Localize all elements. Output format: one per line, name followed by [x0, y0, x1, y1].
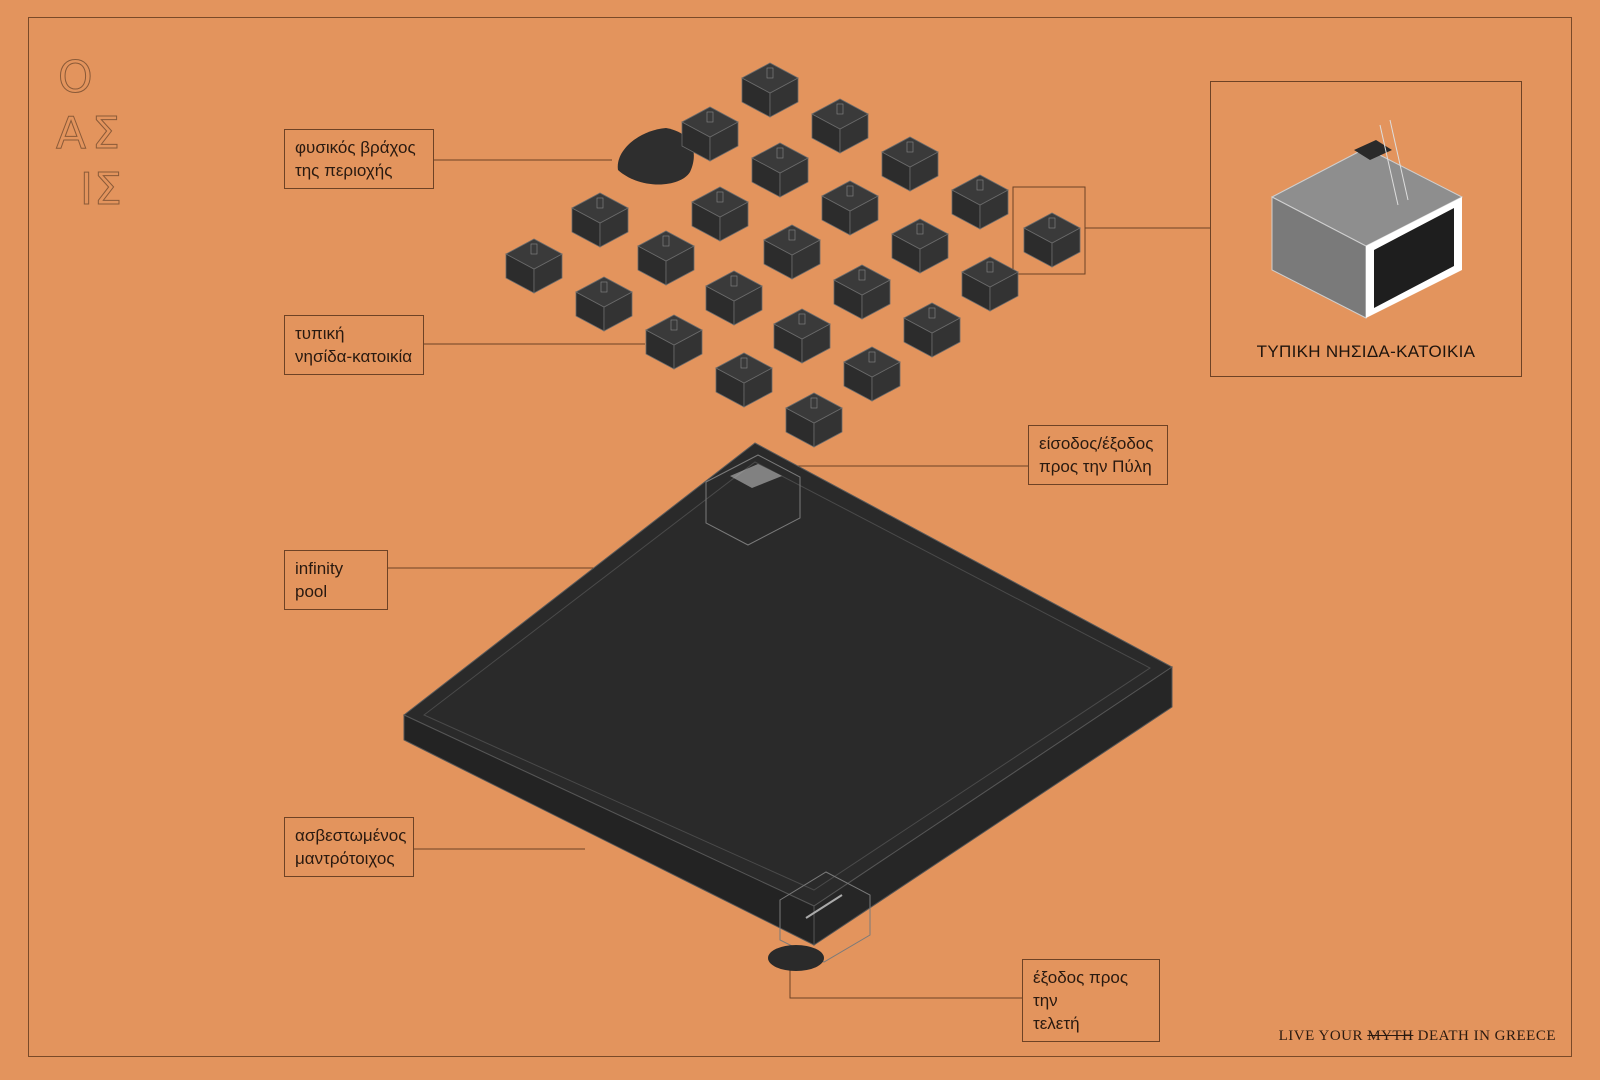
- island-houses: [505, 62, 1081, 448]
- callout-whitewashed-wall: ασβεστωμένος μαντρότοιχος: [284, 817, 414, 877]
- callout-infinity-pool: infinity pool: [284, 550, 388, 610]
- title-letter-1: Ο: [58, 52, 94, 103]
- inset-house-drawing: [1270, 119, 1464, 319]
- island-house: [903, 302, 961, 358]
- callout-typical-house: τυπική νησίδα-κατοικία: [284, 315, 424, 375]
- island-house: [645, 314, 703, 370]
- island-house: [691, 186, 749, 242]
- highlight-box: [1012, 186, 1086, 275]
- island-house: [505, 238, 563, 294]
- inset-caption: ΤΥΠΙΚΗ ΝΗΣΙΔΑ-ΚΑΤΟΙΚΙΑ: [1256, 342, 1476, 361]
- inset-panel: ΤΥΠΙΚΗ ΝΗΣΙΔΑ-ΚΑΤΟΙΚΙΑ: [1210, 81, 1522, 377]
- island-house: [821, 180, 879, 236]
- title-letter-3: Σ: [92, 108, 121, 159]
- motto: LIVE YOUR MYTH DEATH IN GREECE: [1279, 1028, 1556, 1045]
- island-house: [715, 352, 773, 408]
- motto-struck: MYTH: [1367, 1028, 1414, 1044]
- title-letter-2: Α: [55, 108, 87, 159]
- island-house: [833, 264, 891, 320]
- motto-after: DEATH IN GREECE: [1417, 1028, 1556, 1044]
- title-letter-4: Ι: [80, 164, 94, 215]
- island-house: [891, 218, 949, 274]
- callout-entrance-exit: είσοδος/έξοδος προς την Πύλη: [1028, 425, 1168, 485]
- title-letter-5: Σ: [94, 164, 123, 215]
- island-house: [811, 98, 869, 154]
- callout-natural-rock: φυσικός βράχος της περιοχής: [284, 129, 434, 189]
- island-house: [575, 276, 633, 332]
- island-house: [785, 392, 843, 448]
- island-house: [763, 224, 821, 280]
- island-house: [637, 230, 695, 286]
- island-house: [773, 308, 831, 364]
- island-house: [961, 256, 1019, 312]
- island-house: [705, 270, 763, 326]
- island-house: [1023, 212, 1081, 268]
- sheet-frame: [28, 17, 1572, 1057]
- island-house: [951, 174, 1009, 230]
- island-house: [571, 192, 629, 248]
- island-house: [881, 136, 939, 192]
- motto-before: LIVE YOUR: [1278, 1028, 1363, 1044]
- rock-shape: [617, 128, 694, 185]
- callout-exit-ceremony: έξοδος προς την τελετή: [1022, 959, 1160, 1042]
- island-house: [843, 346, 901, 402]
- infinity-pool: [403, 442, 1173, 971]
- island-house: [751, 142, 809, 198]
- island-house: [741, 62, 799, 118]
- leader-exit: [789, 952, 1022, 999]
- island-house: [681, 106, 739, 162]
